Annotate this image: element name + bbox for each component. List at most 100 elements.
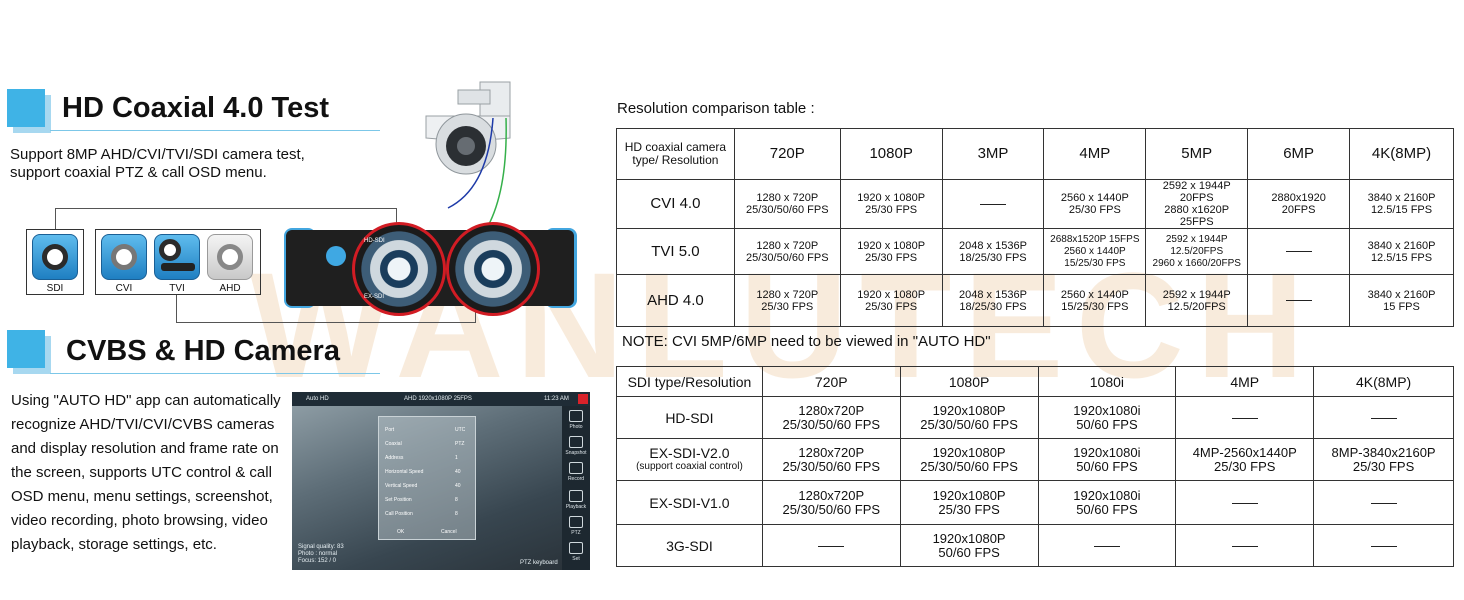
menu-item[interactable]: Address (385, 455, 404, 461)
column-header: 4K(8MP) (1313, 366, 1454, 397)
ok-button[interactable]: OK (397, 529, 405, 535)
cell-line: 25/30 FPS (1352, 458, 1415, 474)
cell-line: 2592 x 1944P (1165, 233, 1228, 245)
empty-cell-dash (1370, 417, 1397, 419)
menu-item[interactable]: Set Position (385, 497, 412, 503)
side-label: PTZ (571, 530, 581, 536)
desc-line: support coaxial PTZ & call OSD menu. (10, 164, 267, 181)
device-label-exsdi: EX-SDI (364, 294, 385, 300)
snapshot-icon[interactable] (569, 436, 583, 448)
cell-line: 2048 x 1536P (959, 239, 1027, 252)
cancel-button[interactable]: Cancel (441, 529, 457, 535)
row-header-name: HD-SDI (665, 409, 714, 426)
empty-cell-dash (1285, 251, 1312, 253)
cell-line: 2880x1920 (1271, 192, 1326, 204)
table-cell (1313, 524, 1454, 567)
row-header-note: (support coaxial control) (636, 460, 743, 472)
empty-cell-dash (1093, 545, 1120, 547)
photo-icon[interactable] (569, 410, 583, 422)
sdi-camera-icon (32, 234, 78, 280)
menu-item[interactable]: Horizontal Speed (385, 469, 424, 475)
close-icon[interactable] (578, 394, 588, 404)
column-header: 4MP (1043, 128, 1147, 180)
cell-line: 1920 x 1080P (857, 288, 926, 301)
table-cell (1175, 480, 1315, 525)
cell-line: 12.5/20FPS (1170, 245, 1224, 257)
table-cell (1247, 228, 1351, 275)
table-cell (1175, 524, 1315, 567)
cell-line: 25/30/50/60 FPS (782, 458, 881, 474)
side-label: Playback (565, 504, 587, 510)
column-header: 1080P (839, 128, 943, 180)
screenshot-status: AHD 1920x1080P 25FPS (404, 396, 472, 402)
menu-item[interactable]: Vertical Speed (385, 483, 418, 489)
icon-label-sdi: SDI (46, 283, 64, 294)
record-icon[interactable] (569, 462, 583, 474)
icon-label-cvi: CVI (115, 283, 133, 294)
connector-line (55, 208, 56, 229)
empty-cell-dash (1370, 502, 1397, 504)
title-underline (50, 373, 380, 374)
desc-line: the screen, supports UTC control & call (11, 464, 272, 481)
cell-line: 1920 x 1080P (857, 192, 926, 204)
cell-line: 12.5/15 FPS (1370, 251, 1433, 264)
cell-line: 1920x1080i (1073, 444, 1141, 460)
title-accent (7, 330, 45, 368)
cell-line: 1920x1080i (1073, 402, 1141, 418)
column-header: 1080P (899, 366, 1039, 397)
row-header: HD-SDI (616, 396, 763, 439)
ptz-keyboard-button[interactable]: PTZ keyboard (520, 560, 558, 566)
menu-value: 40 (455, 483, 461, 489)
column-header: 4MP (1175, 366, 1315, 397)
cvi-camera-icon (101, 234, 147, 280)
cell-line: 25/30/50/60 FPS (782, 416, 881, 432)
table-cell (941, 179, 1045, 229)
cell-line: 2592 x 1944P 20FPS (1162, 180, 1231, 204)
section1-description: Support 8MP AHD/CVI/TVI/SDI camera test,… (10, 146, 305, 182)
settings-icon[interactable] (569, 542, 583, 554)
playback-icon[interactable] (569, 490, 583, 502)
autohd-screenshot: Auto HD AHD 1920x1080P 25FPS 11:23 AM Po… (292, 392, 590, 570)
device-label-hdsdi: HD-SDI (364, 238, 385, 244)
menu-value: 40 (455, 469, 461, 475)
ptz-icon[interactable] (569, 516, 583, 528)
cell-line: 25/30/50/60 FPS (920, 458, 1018, 474)
row-header: CVI 4.0 (616, 179, 735, 229)
column-header: 720P (733, 128, 841, 180)
connector-line (176, 322, 476, 323)
column-header: 720P (761, 366, 901, 397)
menu-item[interactable]: Coaxial (385, 441, 402, 447)
cell-line: 2960 x 1660/20FPS (1152, 257, 1241, 269)
cell-line: 12.5/15 FPS (1370, 204, 1433, 216)
cell-line: 2560 x 1440P (1060, 192, 1129, 204)
menu-item[interactable]: Call Position (385, 511, 413, 517)
cell-line: 1920x1080P (932, 444, 1006, 460)
column-header: HD coaxial camera type/ Resolution (616, 128, 735, 180)
desc-line: OSD menu, menu settings, screenshot, (11, 488, 273, 505)
cell-line: 3840 x 2160P (1367, 239, 1436, 252)
cell-line: 2560 x 1440P (1063, 245, 1126, 257)
menu-item[interactable]: Port (385, 427, 395, 433)
desc-line: recognize AHD/TVI/CVI/CVBS cameras (11, 416, 275, 433)
signal-quality: Signal quality: 83 (298, 544, 344, 550)
cell-line: 50/60 FPS (1076, 416, 1138, 432)
cell-line: 25/30 FPS (865, 204, 918, 216)
cell-line: 1920x1080P (932, 530, 1006, 546)
